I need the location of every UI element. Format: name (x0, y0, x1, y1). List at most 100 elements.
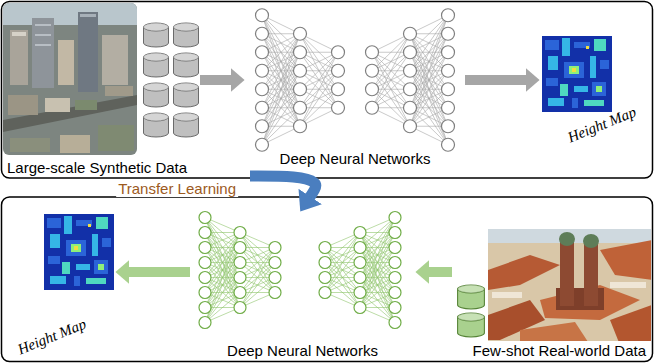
neural-network (389, 257, 401, 269)
diagram-node: Few-shot Real-world Data (452, 228, 652, 361)
real-city-photo (584, 240, 598, 306)
neural-network (410, 34, 448, 127)
synthetic-city-image (3, 3, 137, 155)
neural-network (372, 52, 410, 108)
synthetic-city-image (60, 135, 90, 153)
synthetic-city-image (102, 35, 128, 85)
real-city-photo (488, 229, 651, 341)
height-map-image (542, 36, 612, 112)
synthetic-city-image (10, 138, 50, 152)
neural-network (404, 101, 417, 114)
synthetic-city-image (75, 100, 97, 110)
neural-network (294, 64, 307, 77)
flow-arrow (465, 75, 526, 85)
synthetic-city-image (10, 30, 28, 85)
node-label: Few-shot Real-world Data (471, 342, 648, 359)
synthetic-city-image (3, 3, 137, 155)
neural-network (319, 272, 331, 284)
neural-network (294, 46, 307, 59)
neural-network (256, 83, 269, 96)
neural-network (199, 272, 211, 284)
real-city-photo (560, 238, 574, 306)
flow-arrow (200, 75, 231, 85)
neural-network (354, 227, 366, 239)
neural-network (205, 278, 240, 323)
neural-network (389, 242, 401, 254)
neural-network (319, 257, 331, 269)
neural-network (354, 257, 366, 269)
neural-network (325, 248, 360, 293)
database-cylinders (144, 23, 169, 47)
neural-network (404, 64, 417, 77)
neural-network (205, 233, 240, 278)
synthetic-city-image (58, 40, 74, 85)
neural-network (319, 212, 401, 329)
neural-network (256, 101, 269, 114)
neural-network (360, 278, 395, 323)
neural-network (205, 218, 240, 263)
neural-network (410, 71, 448, 127)
neural-network (256, 64, 269, 77)
synthetic-city-image (35, 24, 51, 26)
synthetic-city-image (78, 12, 98, 92)
synthetic-city-image (12, 32, 26, 36)
neural-network (262, 34, 300, 90)
neural-network (366, 9, 455, 152)
synthetic-city-image (45, 98, 70, 112)
synthetic-city-image (80, 14, 96, 17)
node-label: Deep Neural Networks (225, 342, 380, 359)
real-city-photo (610, 305, 651, 341)
real-city-photo (488, 255, 560, 290)
neural-network (360, 218, 395, 263)
neural-network (354, 287, 366, 299)
real-city-photo (492, 292, 522, 298)
neural-network (234, 257, 246, 269)
neural-network (199, 9, 455, 329)
synthetic-city-image (35, 34, 51, 36)
neural-network (354, 242, 366, 254)
neural-network (199, 212, 281, 329)
neural-network (256, 9, 345, 152)
neural-network (389, 302, 401, 314)
neural-network (319, 287, 331, 299)
real-city-photo (583, 234, 599, 248)
neural-network (404, 120, 417, 133)
real-city-photo (559, 232, 575, 246)
neural-network (389, 317, 401, 329)
database-cylinders (144, 23, 199, 137)
neural-network (199, 212, 211, 224)
neural-network (300, 52, 338, 108)
neural-network (269, 287, 281, 299)
neural-network (410, 15, 448, 71)
neural-network (404, 83, 417, 96)
neural-network (234, 227, 246, 239)
neural-network (256, 9, 269, 22)
real-city-photo (520, 322, 590, 341)
neural-network (240, 263, 275, 308)
neural-network (325, 263, 360, 308)
database-cylinders (174, 83, 199, 107)
neural-network (442, 83, 455, 96)
neural-network (262, 34, 300, 127)
neural-network (262, 34, 300, 90)
diagram-node: Deep Neural Networks (245, 5, 465, 176)
diagram-node: Height Map (540, 35, 615, 112)
synthetic-city-image (105, 86, 133, 96)
neural-network (205, 233, 240, 278)
neural-network (372, 34, 410, 90)
neural-network (366, 83, 379, 96)
real-city-photo (600, 240, 651, 280)
neural-network (199, 287, 211, 299)
database-cylinders (458, 285, 485, 337)
neural-network (319, 242, 331, 254)
database-cylinders (458, 285, 485, 309)
neural-network (269, 242, 281, 254)
neural-network (199, 227, 211, 239)
diagram-node: Height Map (42, 212, 115, 292)
top-panel (2, 2, 653, 179)
height-map-image (44, 214, 114, 290)
neural-network (332, 64, 345, 77)
neural-network (410, 71, 448, 127)
